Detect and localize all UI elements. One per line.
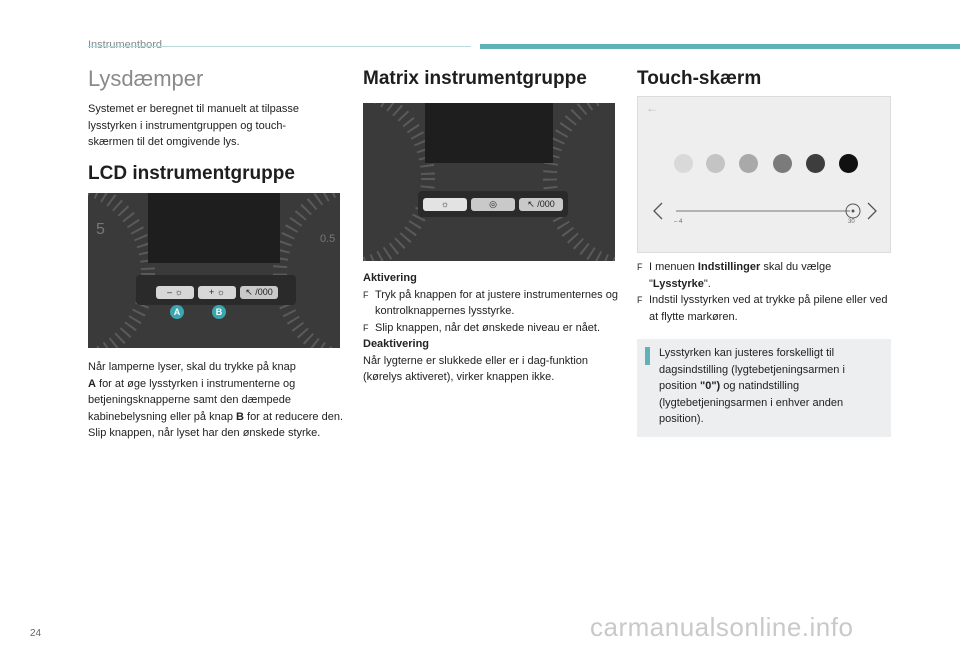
back-arrow-icon[interactable]: ← <box>646 101 658 115</box>
brightness-swatch-1[interactable] <box>674 154 693 173</box>
matrix-title: Matrix instrumentgruppe <box>363 68 587 89</box>
label-a: A <box>88 377 96 390</box>
info-text: Lysstyrken kan justeres forskelligt til … <box>659 345 874 428</box>
matrix-instructions: Aktivering F Tryk på knappen for at juste… <box>363 270 618 386</box>
arrow-bullet-icon: F <box>363 322 369 333</box>
lcd-para-2-end: for at reducere den. <box>243 410 344 423</box>
activation-step-2-text: Slip knappen, når det ønskede niveau er … <box>375 321 601 334</box>
info-box: i Lysstyrken kan justeres forskelligt ti… <box>637 339 891 437</box>
touch-step-2-text: Indstil lysstyrken ved at trykke på pile… <box>649 294 888 323</box>
section-title-lysdaemper: Lysdæmper <box>88 66 204 91</box>
deactivation-text: Når lygterne er slukkede eller er i dag-… <box>363 354 589 384</box>
info-position-0: "0") <box>699 380 721 392</box>
touch-step-1-mid: skal du vælge " <box>649 261 832 290</box>
touchscreen-title: Touch-skærm <box>637 68 762 89</box>
lcd-para-2: A for at øge lysstyrken i instrumenterne… <box>88 376 343 426</box>
touch-step-2: F Indstil lysstyrken ved at trykke på pil… <box>637 292 889 325</box>
page-number: 24 <box>30 628 42 639</box>
lcd-instructions: Når lamperne lyser, skal du trykke på kn… <box>88 359 343 442</box>
lcd-para-3: Slip knappen, når lyset har den ønskede … <box>88 427 321 439</box>
label-b: B <box>236 410 244 423</box>
brightness-swatch-4[interactable] <box>773 154 792 173</box>
lcd-dial-graphic <box>88 193 340 348</box>
matrix-cluster-image: ☼ ◎ ↖ /000 <box>363 103 615 261</box>
arrow-bullet-icon: F <box>363 289 369 300</box>
marker-a: A <box>170 305 184 319</box>
matrix-dial-graphic <box>363 103 615 261</box>
lcd-cluster-image: 5 0.5 – ☼ + ☼ ↖ /000 A B <box>88 193 340 348</box>
activation-step-1: F Tryk på knappen for at justere instrume… <box>363 287 618 320</box>
matrix-steering-button[interactable]: ◎ <box>471 198 515 211</box>
touch-step-1-pre: I menuen <box>649 261 698 273</box>
header-accent-bar <box>480 44 960 49</box>
lcd-title: LCD instrumentgruppe <box>88 163 295 184</box>
activation-step-2: F Slip knappen, når det ønskede niveau er… <box>363 320 618 337</box>
matrix-dimmer-button[interactable]: ☼ <box>423 198 467 211</box>
dimmer-minus-button[interactable]: – ☼ <box>156 286 194 299</box>
arrow-bullet-icon: F <box>637 262 643 272</box>
brightness-swatch-5[interactable] <box>806 154 825 173</box>
info-text-end: og natindstilling (lygtebetjeningsarmen … <box>659 380 844 425</box>
info-text-pre: Lysstyrken kan justeres forskelligt til … <box>659 347 845 392</box>
deactivation-heading: Deaktivering <box>363 338 430 350</box>
matrix-trip-button[interactable]: ↖ /000 <box>519 198 563 211</box>
trip-reset-button[interactable]: ↖ /000 <box>240 286 278 299</box>
brightness-swatch-2[interactable] <box>706 154 725 173</box>
slider-graphic <box>653 202 877 220</box>
marker-b: B <box>212 305 226 319</box>
slider-min-label: – 4 <box>674 219 683 225</box>
touchscreen-instructions: F I menuen Indstillinger skal du vælge "L… <box>637 259 889 325</box>
header-rule <box>88 46 471 47</box>
brightness-swatch-6[interactable] <box>839 154 858 173</box>
lcd-para-2-text: for at øge lysstyrken i instrumenterne o… <box>88 377 296 423</box>
slider-max-label: 30 <box>848 219 855 225</box>
activation-heading: Aktivering <box>363 272 417 284</box>
lcd-para-1: Når lamperne lyser, skal du trykke på kn… <box>88 361 296 373</box>
menu-name-indstillinger: Indstillinger <box>697 261 761 273</box>
touchscreen-image: ← – 4 30 <box>637 96 891 253</box>
dial-number-left: 5 <box>96 221 105 238</box>
section-header: Instrumentbord <box>88 39 162 51</box>
touch-step-1-end: ". <box>703 277 711 290</box>
dial-number-right: 0.5 <box>320 233 336 245</box>
touch-step-1: F I menuen Indstillinger skal du vælge "L… <box>637 259 889 292</box>
menu-item-lysstyrke: Lysstyrke <box>652 277 704 290</box>
intro-paragraph: Systemet er beregnet til manuelt at tilp… <box>88 103 299 148</box>
arrow-bullet-icon: F <box>637 295 643 305</box>
brightness-swatch-3[interactable] <box>739 154 758 173</box>
activation-step-1-text: Tryk på knappen for at justere instrumen… <box>375 288 618 318</box>
watermark: carmanualsonline.info <box>590 612 854 642</box>
dimmer-plus-button[interactable]: + ☼ <box>198 286 236 299</box>
info-icon: i <box>645 347 650 365</box>
